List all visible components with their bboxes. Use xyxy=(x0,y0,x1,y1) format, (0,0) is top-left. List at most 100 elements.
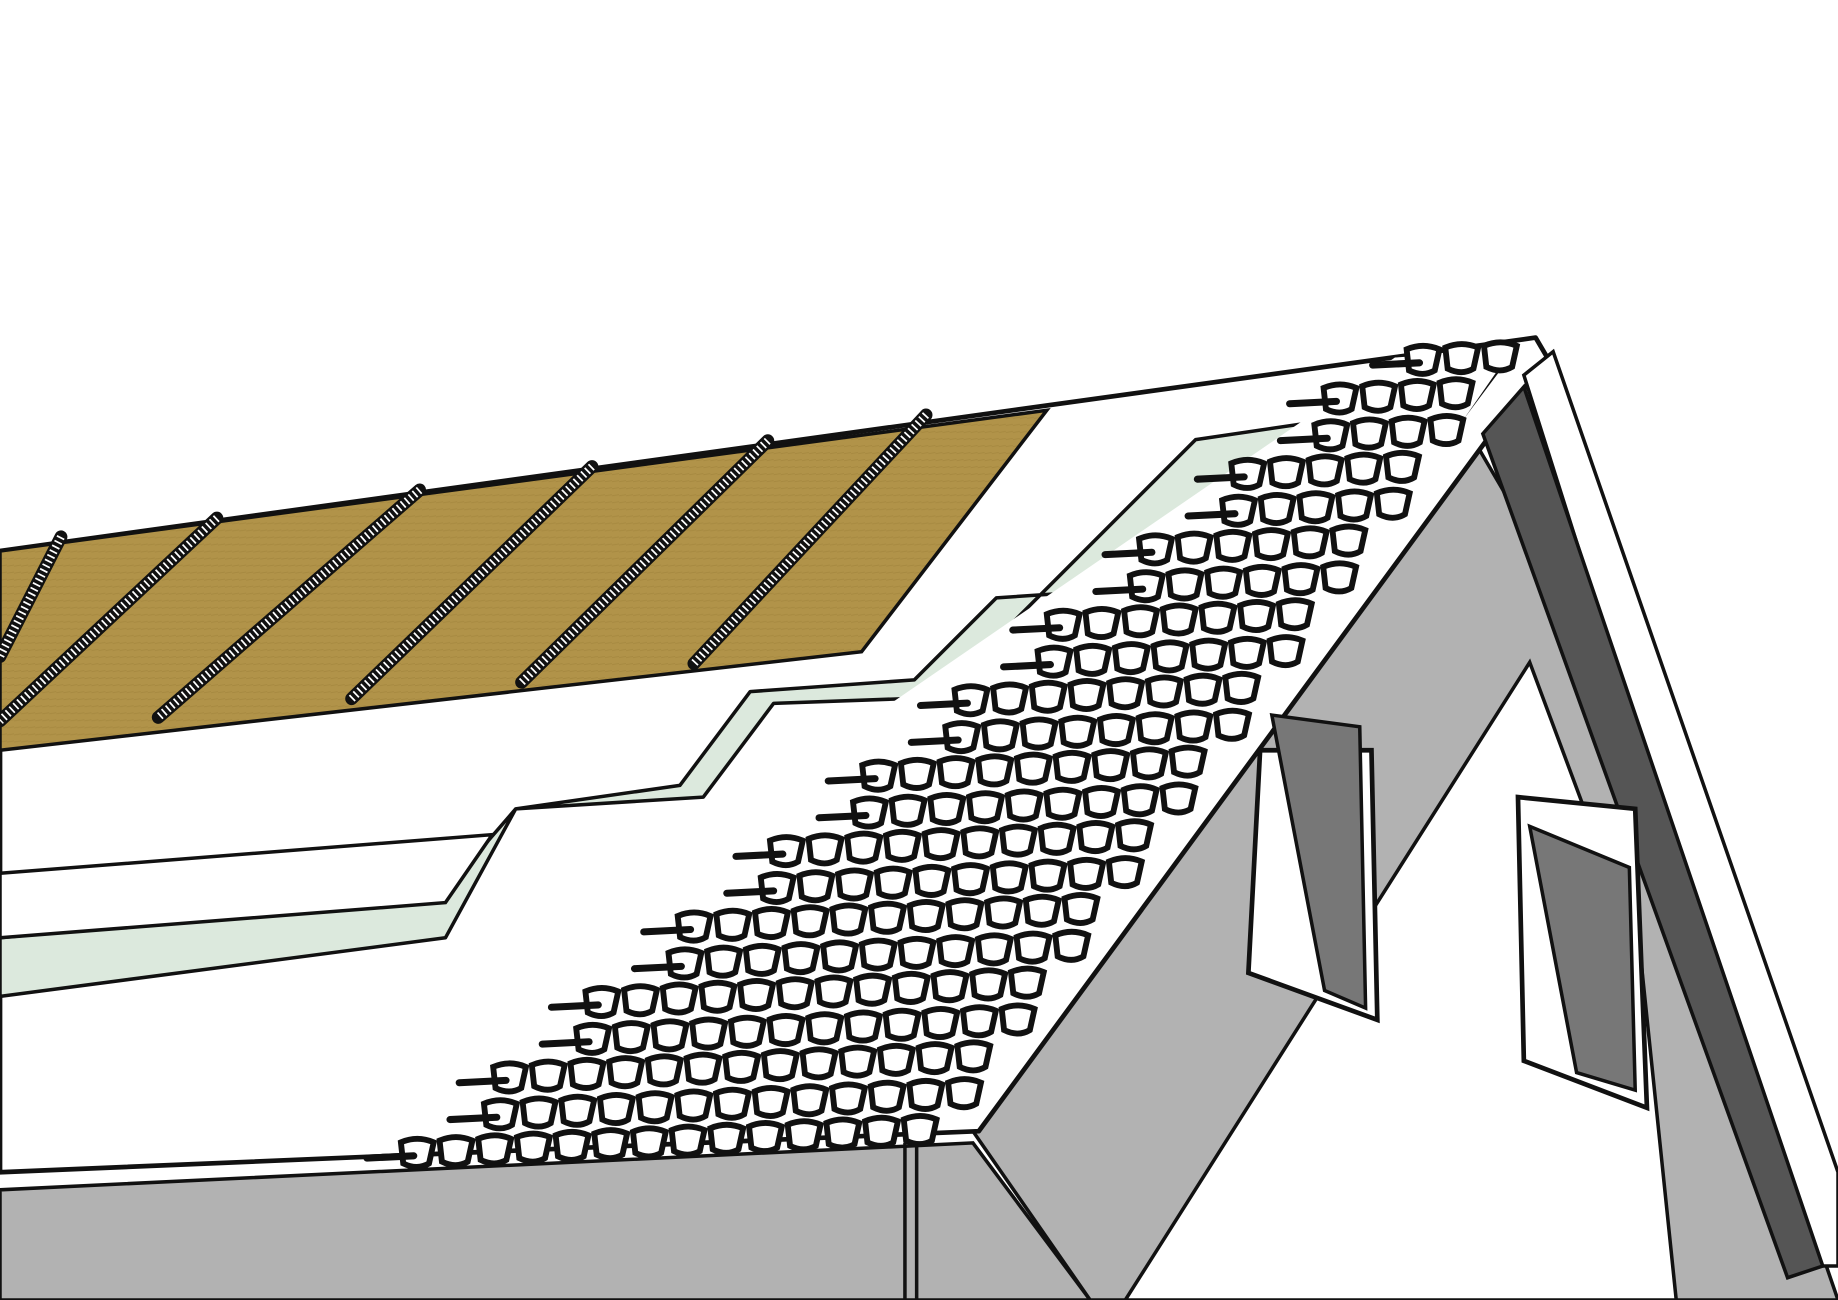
roof-tile xyxy=(665,946,705,981)
roof-tile xyxy=(1159,781,1199,816)
roof-tile xyxy=(1266,634,1306,669)
roof-tile xyxy=(1058,714,1098,749)
roof-tile xyxy=(528,1058,569,1093)
roof-tile xyxy=(1266,455,1307,490)
roof-tile xyxy=(1204,565,1244,600)
roof-tile xyxy=(888,793,928,828)
roof-tile xyxy=(867,1079,907,1114)
roof-tile xyxy=(751,1084,791,1119)
roof-tile xyxy=(635,1090,675,1125)
roof-tile xyxy=(668,1123,708,1158)
roof-tile xyxy=(873,865,914,900)
roof-tile xyxy=(397,1135,438,1170)
roof-tiles xyxy=(363,339,1521,1170)
roof-tile xyxy=(1198,600,1238,635)
roof-tile xyxy=(1334,488,1375,523)
roof-tile xyxy=(959,1004,1000,1039)
roof-tile xyxy=(1114,818,1155,853)
roof-tile xyxy=(891,970,932,1005)
tile-edge-stroke xyxy=(824,775,879,785)
roof-tile xyxy=(1096,713,1137,748)
roof-tile xyxy=(519,1095,559,1130)
roof-tile xyxy=(1073,642,1113,677)
roof-tile xyxy=(927,792,967,826)
roof-tile xyxy=(757,870,797,905)
roof-tile xyxy=(1382,449,1423,484)
roof-tile xyxy=(606,1055,646,1090)
roof-tile xyxy=(1004,788,1044,823)
roof-tile xyxy=(1028,858,1068,893)
roof-tile xyxy=(1403,342,1443,377)
roof-tile xyxy=(1105,855,1146,890)
roof-tile xyxy=(689,1016,729,1051)
tile-edge-stroke xyxy=(363,1152,418,1162)
roof-tile xyxy=(834,867,875,902)
roof-tile xyxy=(620,983,661,1018)
roof-tile xyxy=(951,683,991,718)
roof-tile xyxy=(1052,928,1092,963)
tile-edge-stroke xyxy=(916,699,971,710)
roof-tile xyxy=(897,756,938,791)
tile-edge-stroke xyxy=(547,1001,602,1011)
roof-tile xyxy=(1427,413,1467,448)
roof-tile xyxy=(969,967,1009,1002)
roof-tile xyxy=(853,972,893,1007)
roof-tile xyxy=(906,899,946,934)
roof-tile xyxy=(1061,891,1101,926)
batten xyxy=(515,434,775,689)
tile-edge-stroke xyxy=(1193,473,1248,483)
roof-tile xyxy=(1168,744,1208,779)
roof-tile xyxy=(829,902,869,937)
roof-tile xyxy=(805,1011,845,1046)
roof-tile xyxy=(882,1007,922,1042)
roof-tile xyxy=(1320,560,1360,595)
roof-tile xyxy=(1144,674,1185,709)
roof-tile xyxy=(838,1044,878,1079)
roof-tile xyxy=(1076,820,1116,855)
roof-tile xyxy=(1397,377,1438,412)
roof-tile xyxy=(849,795,890,830)
roof-tile xyxy=(1174,530,1214,565)
insulation-batts xyxy=(0,407,1051,752)
roof-tile xyxy=(900,1113,940,1148)
roof-tile xyxy=(611,1020,652,1055)
roof-tile xyxy=(790,904,830,939)
tile-edge-stroke xyxy=(640,925,695,936)
roof-tile xyxy=(1129,746,1170,781)
tile-edge-stroke xyxy=(815,811,870,822)
roof-tile xyxy=(930,969,970,1004)
roof-tile xyxy=(475,1132,515,1167)
roof-tile xyxy=(984,895,1024,930)
tile-edge-stroke xyxy=(630,962,685,973)
roof-tile xyxy=(1257,492,1297,526)
roof-tile xyxy=(698,979,738,1014)
roof-tile xyxy=(998,1002,1038,1037)
roof-tile xyxy=(936,755,976,790)
roof-tile xyxy=(823,1116,863,1151)
battens xyxy=(0,408,933,728)
roof-tile xyxy=(1082,606,1122,641)
roof-tile xyxy=(1329,523,1369,558)
roof-tile xyxy=(1320,381,1360,416)
membrane-underlay xyxy=(0,832,496,940)
roof-tile xyxy=(843,1009,884,1044)
tile-edge-stroke xyxy=(732,850,787,860)
roof-tile xyxy=(490,1060,530,1095)
roof-tile xyxy=(1480,339,1521,374)
roof-tile xyxy=(876,1042,917,1077)
tile-edge-stroke xyxy=(1000,661,1054,671)
roof-tile xyxy=(867,900,908,935)
roof-tile xyxy=(1218,493,1259,528)
roof-tile xyxy=(712,1086,753,1121)
roof-tile xyxy=(1290,525,1330,560)
roof-tile xyxy=(960,825,1000,860)
roof-tile xyxy=(1013,751,1054,786)
batten xyxy=(345,460,599,706)
roof-tile xyxy=(1189,637,1229,672)
roof-tile xyxy=(844,830,884,865)
roof-tile xyxy=(629,1125,670,1160)
batten xyxy=(0,535,65,659)
roof-tile xyxy=(1135,532,1176,567)
roof-tile xyxy=(1150,639,1190,674)
roof-tile xyxy=(1344,451,1384,486)
